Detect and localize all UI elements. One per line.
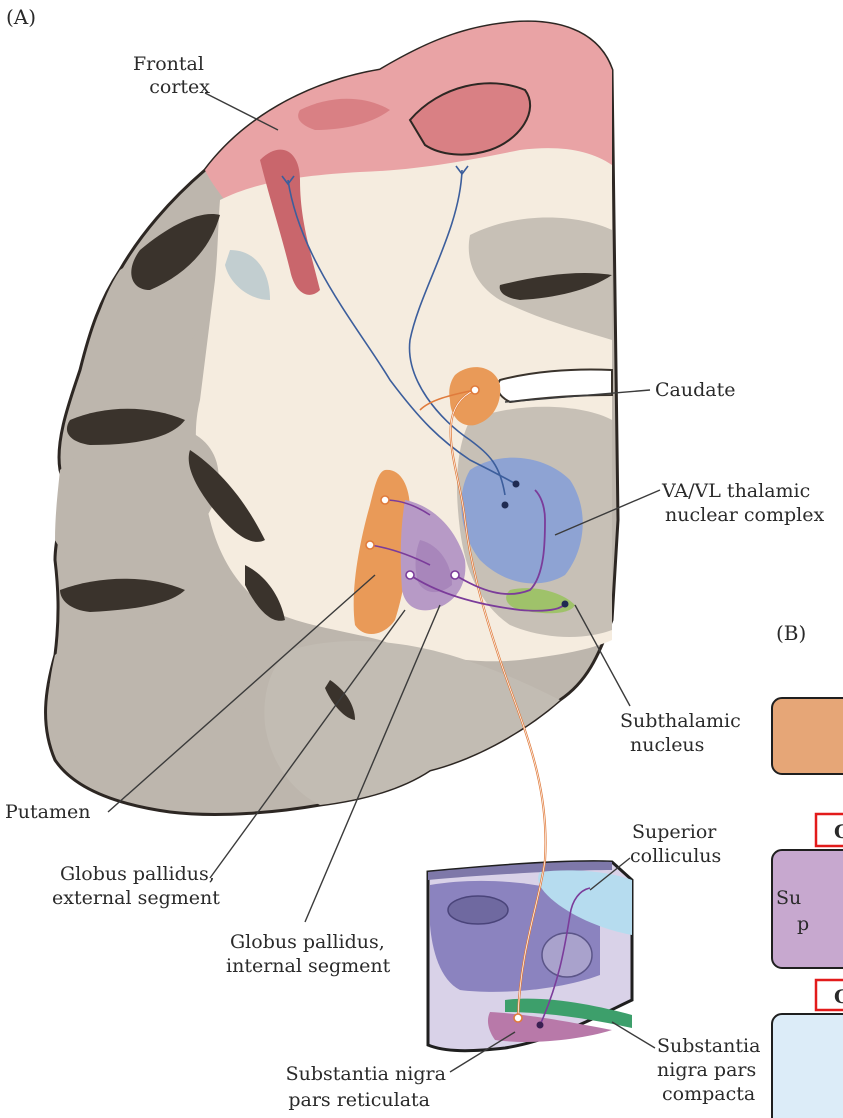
label-thalamus: VA/VL thalamic nuclear complex (661, 480, 824, 526)
red-nucleus (542, 933, 592, 977)
terminal-nigra-output (537, 1022, 544, 1029)
label-gpe: Globus pallidus, external segment (52, 863, 221, 909)
box-striatum (772, 698, 843, 774)
label-frontal-cortex: Frontal cortex (133, 53, 210, 98)
header-fragment-2: G (834, 986, 843, 1008)
label-putamen: Putamen (5, 801, 90, 823)
terminal-putamen-2 (366, 541, 374, 549)
label-superior-colliculus: Superior colliculus (630, 821, 722, 867)
terminal-nigra (514, 1014, 522, 1022)
label-snc: Substantia nigra pars compacta (657, 1035, 766, 1105)
midbrain-inset (428, 862, 632, 1051)
leader-snc (612, 1022, 655, 1048)
aqueduct (448, 896, 508, 924)
box-pallidum (772, 850, 843, 968)
coronal-section (46, 22, 618, 815)
box-pallidum-text-1: Su (776, 887, 801, 909)
panel-label-b: (B) (776, 621, 806, 645)
terminal-putamen-1 (381, 496, 389, 504)
terminal-caudate (471, 386, 479, 394)
terminal-gpi (451, 571, 459, 579)
terminal-stn (562, 601, 569, 608)
panel-b-cropped: G Su p G (772, 698, 843, 1118)
label-gpi: Globus pallidus, internal segment (226, 931, 391, 977)
header-fragment-1: G (834, 821, 843, 843)
label-caudate: Caudate (655, 379, 735, 401)
panel-label-a: (A) (6, 5, 36, 29)
terminal-thalamus-2 (502, 502, 509, 509)
terminal-pallidus (406, 571, 414, 579)
label-snr: Substantia nigra pars reticulata (286, 1063, 452, 1111)
label-subthalamic: Subthalamic nucleus (620, 710, 747, 756)
terminal-thalamus-1 (513, 481, 520, 488)
box-pallidum-text-2: p (797, 913, 809, 935)
box-thalamus (772, 1014, 843, 1118)
